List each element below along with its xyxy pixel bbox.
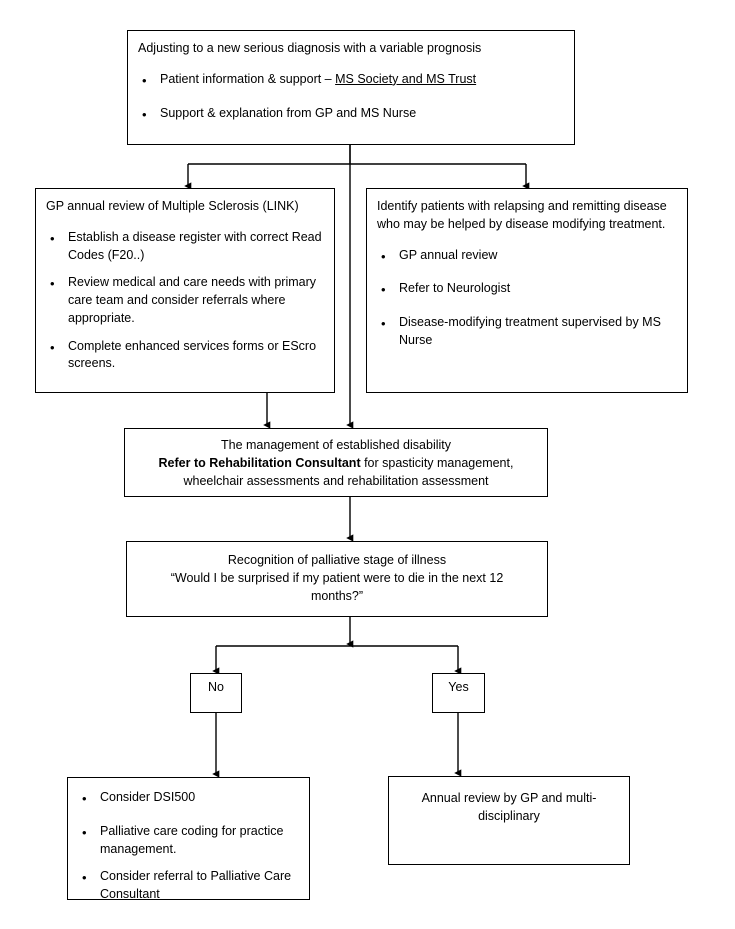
node-palliative-recognition: Recognition of palliative stage of illne… [126, 541, 548, 617]
decision-yes[interactable]: Yes [432, 673, 485, 713]
bullet-glyph: • [50, 339, 55, 355]
disability-line-2: Refer to Rehabilitation Consultant for s… [135, 455, 537, 473]
identify-bullet-2-text: Disease-modifying treatment supervised b… [399, 315, 661, 347]
identify-patients-bullet-list: •GP annual review •Refer to Neurologist … [377, 247, 677, 350]
decision-no[interactable]: No [190, 673, 242, 713]
adjusting-bullet-0-text: Patient information & support – [160, 71, 336, 86]
node-palliative-actions: • Consider DSI500 • Palliative care coding… [67, 777, 310, 901]
refer-to-rehabilitation-consultant-text: Refer to Rehabilitation Consultant [158, 455, 361, 470]
bullet-glyph: • [381, 248, 386, 264]
list-item: • Consider DSI500 [78, 789, 299, 807]
gp-bullet-0-text: Establish a disease register with correc… [68, 229, 322, 262]
bullet-glyph: • [142, 72, 147, 88]
decision-yes-label: Yes [448, 680, 469, 694]
bullet-glyph: • [381, 316, 386, 332]
adjusting-heading: Adjusting to a new serious diagnosis wit… [138, 41, 482, 55]
adjusting-bullet-1-text: Support & explanation from GP and MS Nur… [160, 105, 417, 120]
gp-annual-review-heading: GP annual review of Multiple Sclerosis (… [46, 199, 299, 213]
adjusting-bullet-list: • Patient information & support – MS Soci… [138, 71, 564, 123]
identify-bullet-0-text: GP annual review [399, 247, 498, 262]
list-item: • Palliative care coding for practice man… [78, 823, 299, 859]
bullet-glyph: • [82, 870, 87, 886]
palliative-action-2-text: Consider referral to Palliative Care Con… [100, 869, 292, 901]
node-established-disability: The management of established disability… [124, 428, 548, 497]
list-item: • Support & explanation from GP and MS Nu… [138, 105, 564, 123]
bullet-glyph: • [50, 276, 55, 292]
ms-society-and-ms-trust-link[interactable]: MS Society and MS Trust [335, 71, 477, 86]
bullet-glyph: • [50, 230, 55, 246]
node-annual-review-mdt: Annual review by GP and multi-disciplina… [388, 776, 630, 865]
list-item: • Consider referral to Palliative Care Co… [78, 868, 299, 904]
gp-annual-review-bullet-list: • Establish a disease register with corre… [46, 229, 324, 373]
palliative-action-1-text: Palliative care coding for practice mana… [100, 823, 284, 856]
list-item: • Refer to Neurologist [377, 280, 677, 298]
list-item: • GP annual review [377, 247, 677, 265]
disability-line-1: The management of established disability [221, 438, 451, 452]
bullet-glyph: • [142, 106, 147, 122]
gp-bullet-1-text: Review medical and care needs with prima… [68, 275, 317, 325]
list-item: • Complete enhanced services forms or ESc… [46, 338, 324, 374]
bullet-glyph: • [381, 282, 386, 298]
node-identify-patients: Identify patients with relapsing and rem… [366, 188, 688, 393]
disability-line-3: wheelchair assessments and rehabilitatio… [183, 473, 489, 488]
palliative-action-0-text: Consider DSI500 [100, 790, 196, 804]
palliative-recognition-line-1: Recognition of palliative stage of illne… [227, 553, 447, 567]
palliative-actions-bullet-list: • Consider DSI500 • Palliative care coding… [78, 789, 299, 904]
node-adjusting-to-diagnosis: Adjusting to a new serious diagnosis wit… [127, 30, 575, 145]
list-item: • Review medical and care needs with prim… [46, 274, 324, 327]
palliative-recognition-question: “Would I be surprised if my patient were… [170, 570, 504, 603]
identify-patients-heading: Identify patients with relapsing and rem… [377, 199, 667, 231]
disability-line-2-rest: for spasticity management, [360, 455, 514, 470]
bullet-glyph: • [82, 791, 87, 807]
identify-bullet-1-text: Refer to Neurologist [399, 281, 511, 296]
bullet-glyph: • [82, 824, 87, 840]
list-item: • Establish a disease register with corre… [46, 229, 324, 265]
annual-review-mdt-text: Annual review by GP and multi-disciplina… [421, 791, 597, 823]
gp-bullet-2-text: Complete enhanced services forms or EScr… [68, 338, 317, 371]
decision-no-label: No [208, 680, 224, 694]
list-item: • Patient information & support – MS Soci… [138, 71, 564, 89]
node-gp-annual-review: GP annual review of Multiple Sclerosis (… [35, 188, 335, 393]
list-item: • Disease-modifying treatment supervised … [377, 314, 677, 350]
